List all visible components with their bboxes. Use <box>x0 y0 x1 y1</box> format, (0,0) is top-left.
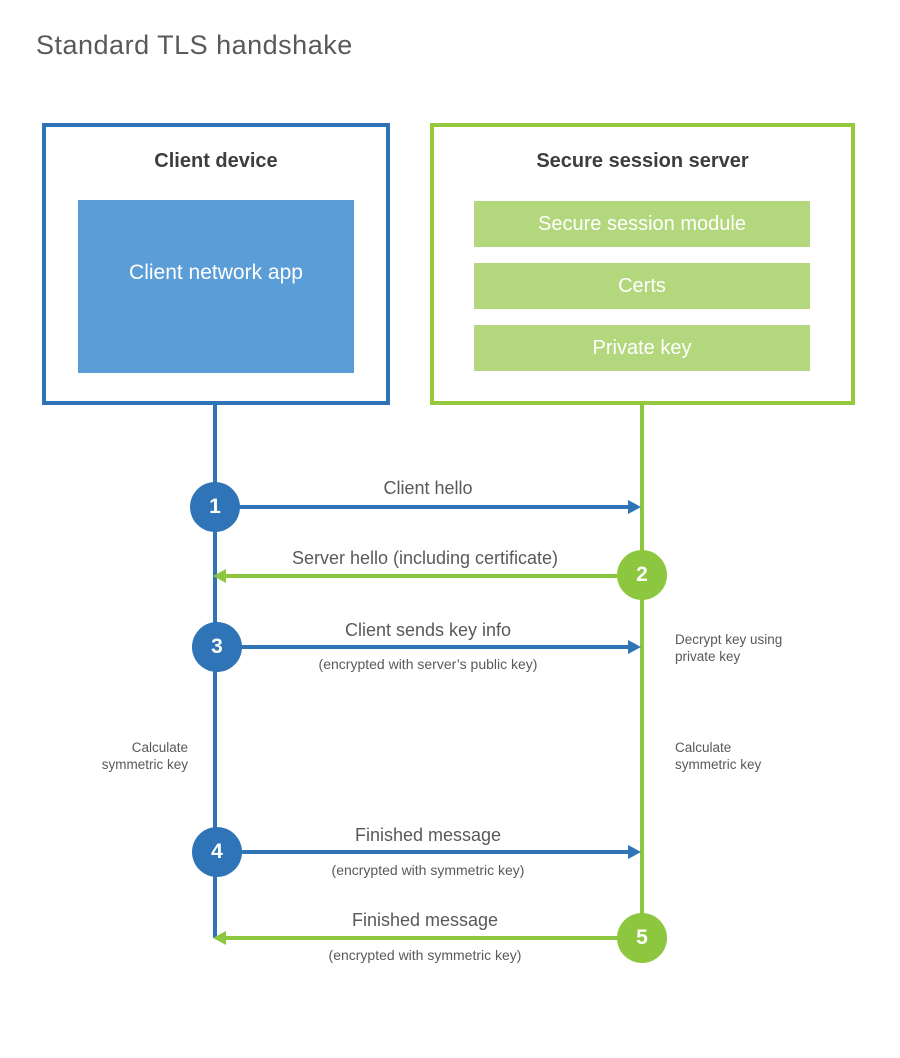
module-bar-secure-session-module: Secure session module <box>474 201 810 247</box>
step5-message-label: Finished message <box>351 910 499 930</box>
step4-message-label: Finished message <box>354 825 502 845</box>
step3-message-label: Client sends key info <box>344 620 512 640</box>
step4-arrowhead-right-icon <box>628 845 641 859</box>
step4-number: 4 <box>211 840 223 863</box>
step3-message-sub: (encrypted with server’s public key) <box>318 656 538 672</box>
note-calc-symmetric-key-client: Calculate symmetric key <box>101 740 188 772</box>
step1-number-badge: 1 <box>190 482 240 532</box>
step4-message-sub: (encrypted with symmetric key) <box>331 862 525 878</box>
step2-number-badge: 2 <box>617 550 667 600</box>
step5-number-badge: 5 <box>617 913 667 963</box>
step1-message-label: Client hello <box>383 478 473 498</box>
module-label: Private key <box>592 336 692 359</box>
page-title: Standard TLS handshake <box>36 30 353 60</box>
client-device-heading: Client device <box>154 150 278 172</box>
step5-arrowhead-left-icon <box>213 931 226 945</box>
step5-message-sub: (encrypted with symmetric key) <box>328 947 522 963</box>
step2-number: 2 <box>636 563 648 586</box>
module-bar-certs: Certs <box>474 263 810 309</box>
step3-number: 3 <box>211 635 223 658</box>
module-bar-private-key: Private key <box>474 325 810 371</box>
step3-number-badge: 3 <box>192 622 242 672</box>
secure-session-server-heading: Secure session server <box>536 150 749 172</box>
step2-arrow-line <box>226 574 620 578</box>
module-label: Certs <box>618 274 666 297</box>
step2-message-label: Server hello (including certificate) <box>291 548 559 568</box>
note-calc-symmetric-key-server: Calculate symmetric key <box>675 740 762 772</box>
step1-number: 1 <box>209 495 221 518</box>
client-network-app-label: Client network app <box>129 261 303 284</box>
step3-arrow-line <box>217 645 629 649</box>
client-network-app-box: Client network app <box>78 200 354 373</box>
step1-arrowhead-right-icon <box>628 500 641 514</box>
step4-number-badge: 4 <box>192 827 242 877</box>
step4-arrow-line <box>217 850 629 854</box>
step1-arrow-line <box>215 505 629 509</box>
server-lifeline <box>640 403 644 915</box>
step2-arrowhead-left-icon <box>213 569 226 583</box>
step5-arrow-line <box>226 936 618 940</box>
step5-number: 5 <box>636 926 648 949</box>
note-decrypt-key: Decrypt key using private key <box>675 632 783 664</box>
step3-arrowhead-right-icon <box>628 640 641 654</box>
module-label: Secure session module <box>538 212 746 235</box>
